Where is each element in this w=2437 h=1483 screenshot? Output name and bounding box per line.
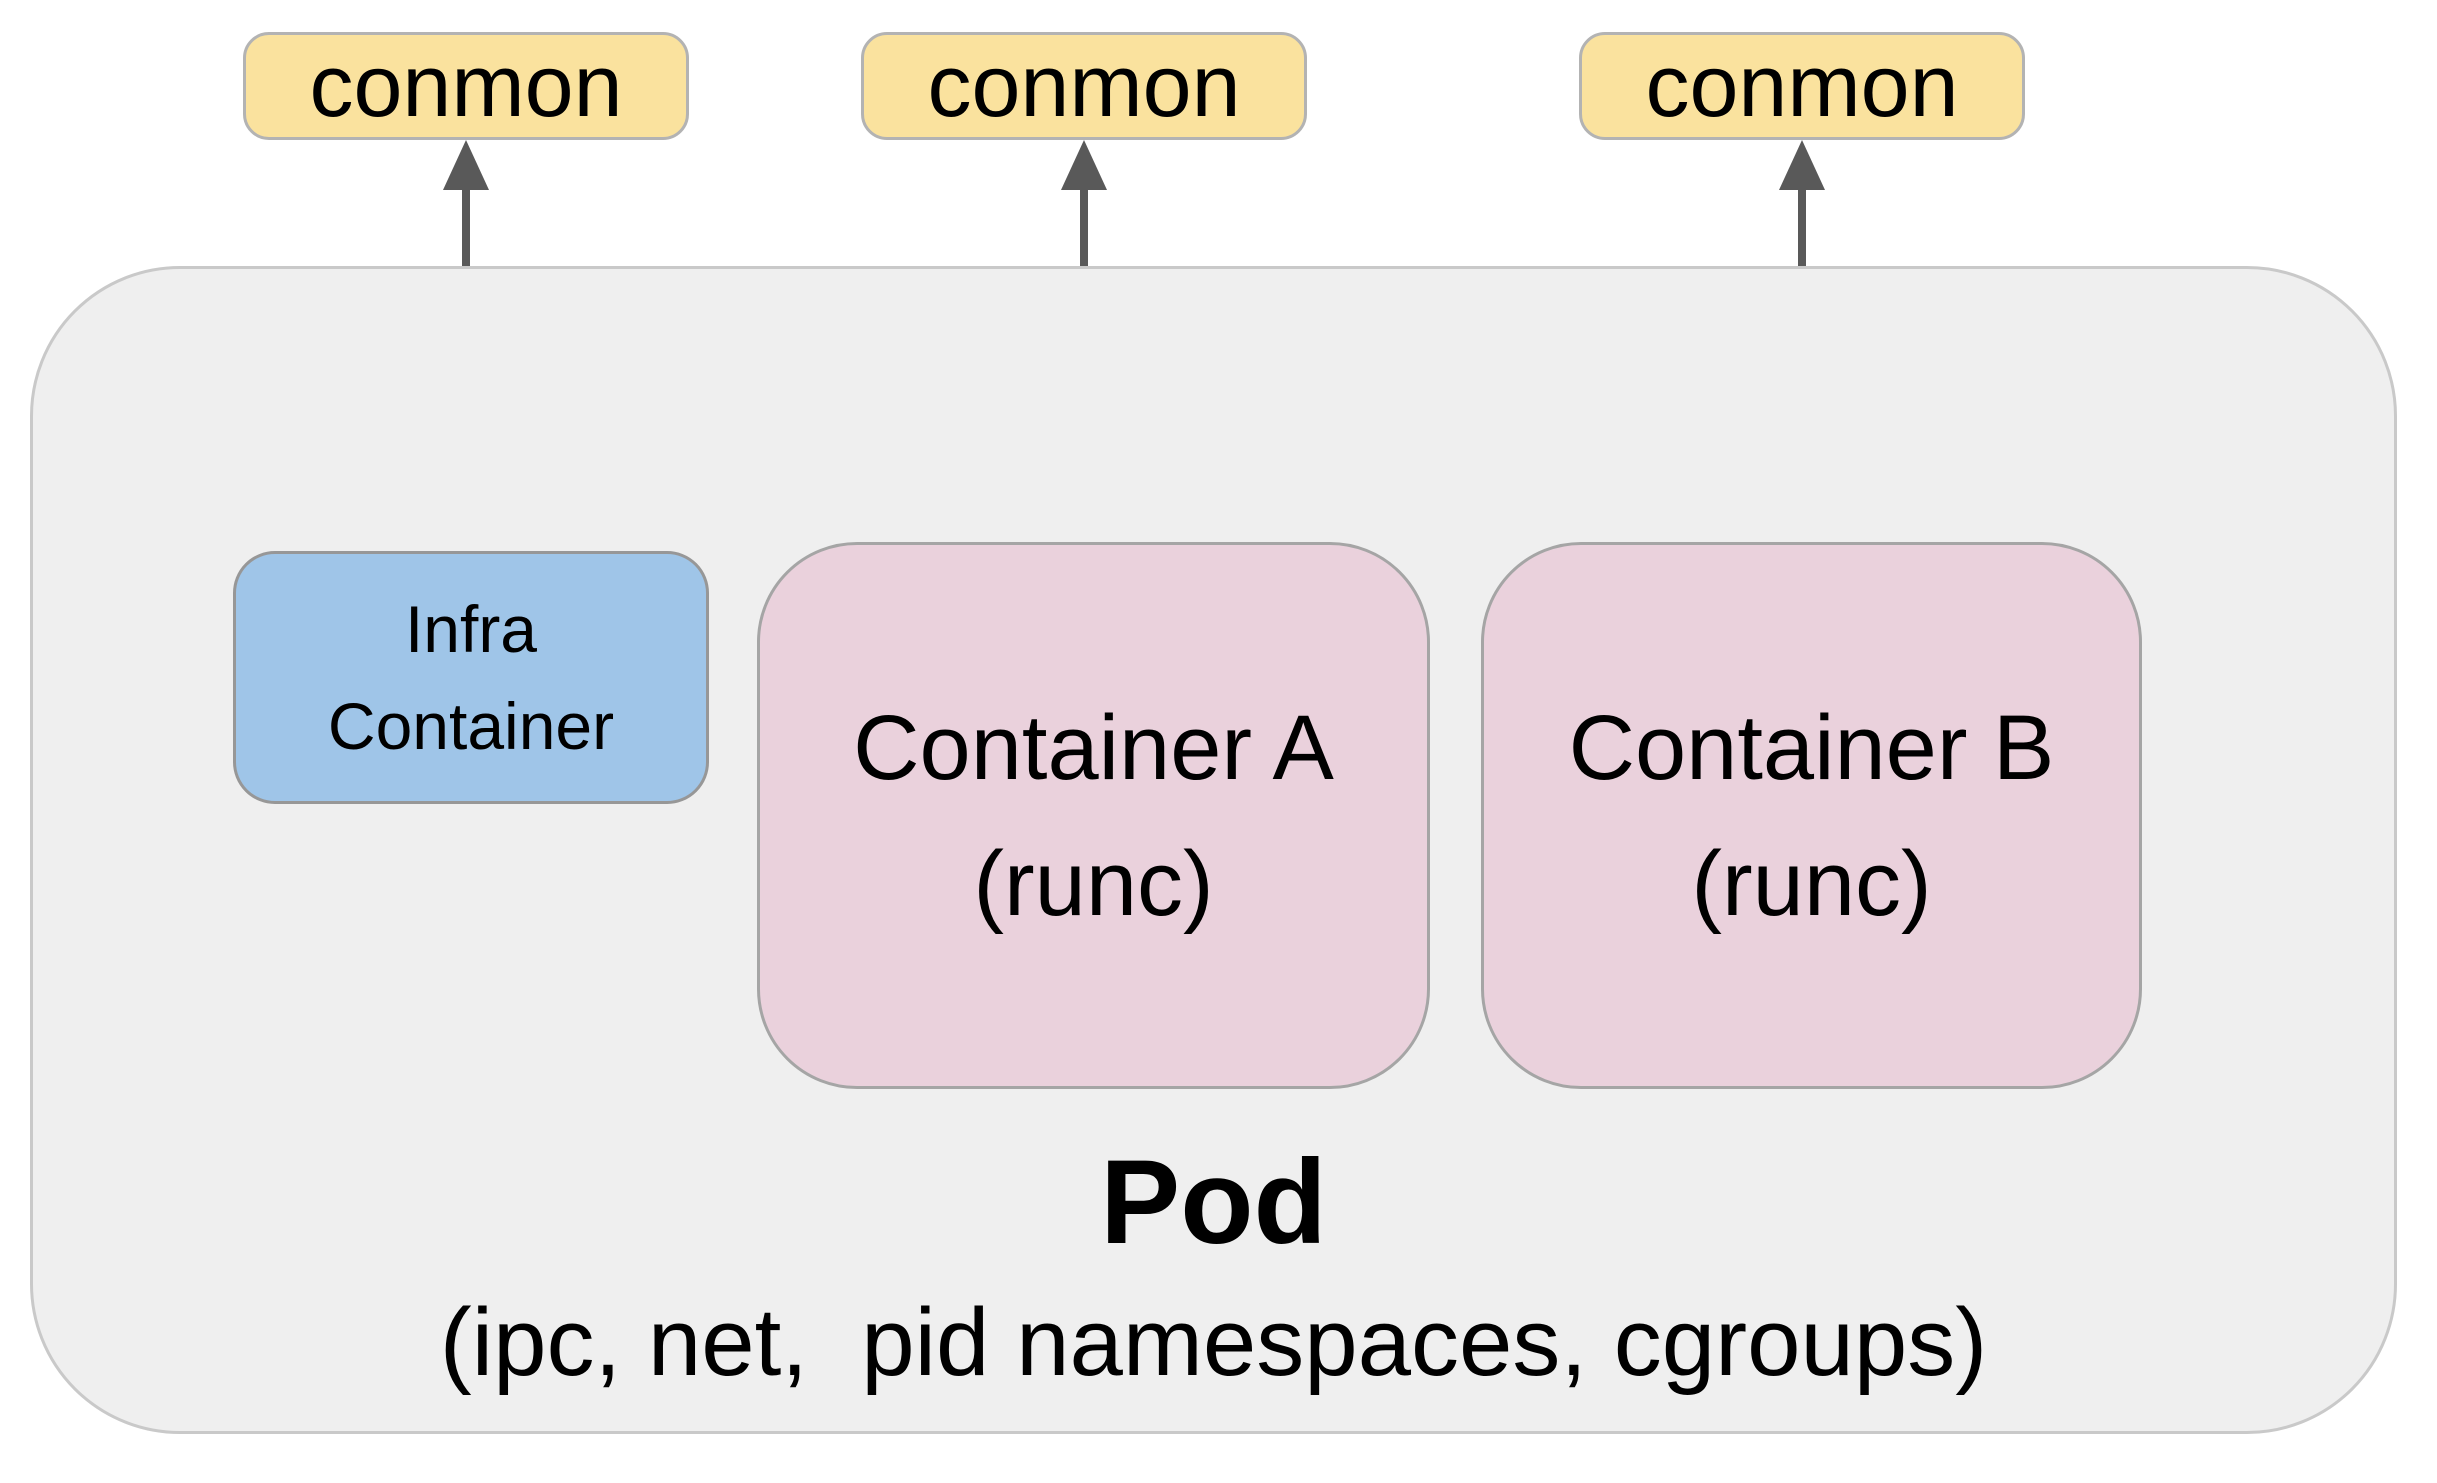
container-b-box: Container B (runc): [1481, 542, 2142, 1089]
container-a-runtime: (runc): [973, 832, 1214, 935]
pod-subtitle: (ipc, net, pid namespaces, cgroups): [439, 1289, 1988, 1396]
conmon-label-1: conmon: [309, 36, 623, 135]
container-b-runtime: (runc): [1691, 832, 1932, 935]
pod-title: Pod: [1100, 1135, 1327, 1269]
conmon-box-1: conmon: [243, 32, 689, 140]
infra-container-box: Infra Container: [233, 551, 709, 804]
conmon-label-3: conmon: [1645, 36, 1959, 135]
container-a-name: Container A: [853, 696, 1334, 799]
infra-label-line2: Container: [327, 688, 615, 763]
conmon-label-2: conmon: [927, 36, 1241, 135]
arrow-up-icon: [443, 140, 489, 190]
container-b-name: Container B: [1568, 696, 2055, 799]
conmon-box-2: conmon: [861, 32, 1307, 140]
conmon-box-3: conmon: [1579, 32, 2025, 140]
pod-box: Infra Container Container A (runc) Conta…: [30, 266, 2397, 1434]
infra-label-line1: Infra: [404, 591, 538, 666]
container-a-box: Container A (runc): [757, 542, 1430, 1089]
arrow-up-icon: [1779, 140, 1825, 190]
arrow-up-icon: [1061, 140, 1107, 190]
pod-caption: Pod (ipc, net, pid namespaces, cgroups): [33, 1127, 2394, 1409]
